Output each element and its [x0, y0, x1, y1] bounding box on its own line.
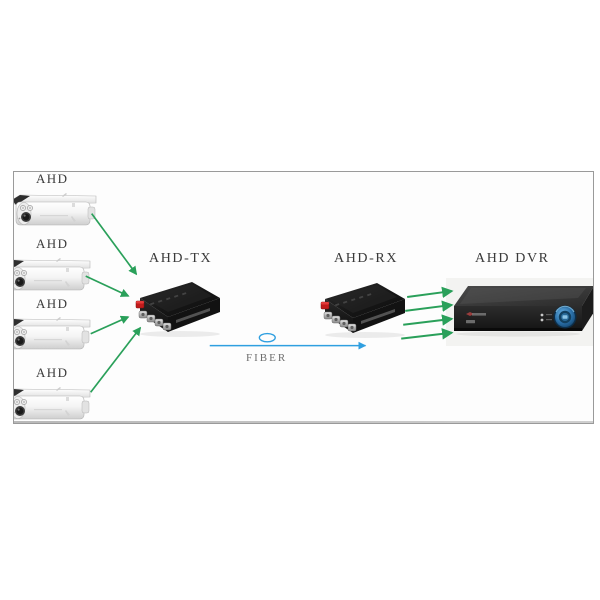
camera-4: [14, 385, 96, 423]
dvr-icon: [446, 278, 593, 346]
camera-icon: [14, 387, 91, 420]
ahd-rx-label: AHD-RX: [334, 251, 399, 266]
camera-4-label: AHD: [36, 365, 69, 380]
camera-1-label: AHD: [36, 171, 69, 186]
camera-2: [14, 256, 96, 296]
camera-3: [14, 315, 96, 355]
fiber-transmitter-icon: [135, 282, 220, 337]
camera-icon: [14, 193, 97, 226]
link-rx-to-dvr-3: [403, 314, 454, 326]
ahd-tx-label: AHD-TX: [149, 251, 213, 266]
camera-icon: [14, 317, 91, 350]
fiber-receiver-icon: [320, 283, 405, 338]
fiber-label: FIBER: [246, 352, 288, 364]
ahd-dvr-device: [446, 276, 593, 350]
diagram-frame: AHD: [13, 171, 594, 424]
camera-3-label: AHD: [36, 296, 69, 311]
camera-icon: [14, 258, 91, 291]
ahd-tx-device: [114, 276, 224, 351]
camera-2-label: AHD: [36, 236, 69, 251]
fiber-loop-icon: [258, 332, 276, 343]
ahd-rx-device: [299, 277, 409, 352]
camera-1: [14, 191, 102, 231]
link-rx-to-dvr-2: [405, 300, 454, 312]
ahd-dvr-label: AHD DVR: [475, 251, 550, 266]
